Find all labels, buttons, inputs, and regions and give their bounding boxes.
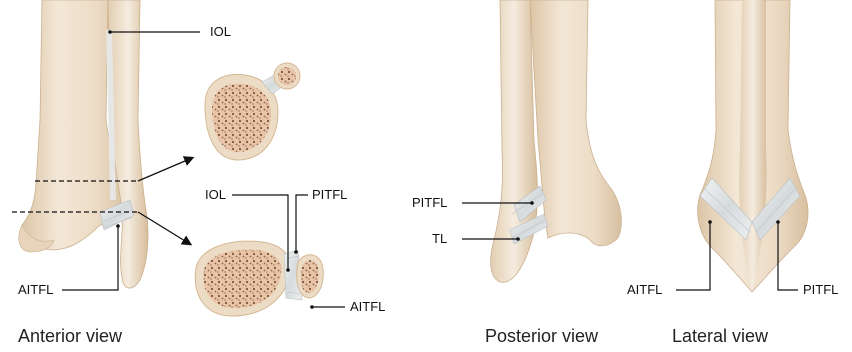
- caption-lateral-view: Lateral view: [672, 327, 768, 345]
- posterior-view-illustration: [462, 0, 621, 282]
- arrow-upper-section: [138, 158, 192, 181]
- label-aitfl-lateral: AITFL: [627, 283, 662, 296]
- label-iol-top: IOL: [210, 25, 231, 38]
- caption-posterior-view: Posterior view: [485, 327, 598, 345]
- lower-cross-section: [195, 195, 345, 316]
- label-aitfl-mid: AITFL: [350, 300, 385, 313]
- label-pitfl-lateral: PITFL: [803, 283, 838, 296]
- label-tl-posterior: TL: [432, 232, 447, 245]
- label-pitfl-mid: PITFL: [312, 188, 347, 201]
- leader-pitfl-mid: [296, 195, 308, 252]
- caption-anterior-view: Anterior view: [18, 327, 122, 345]
- label-iol-mid: IOL: [205, 188, 226, 201]
- upper-cross-section: [205, 63, 300, 160]
- label-aitfl-anterior: AITFL: [18, 283, 53, 296]
- label-pitfl-posterior: PITFL: [412, 196, 447, 209]
- tibia-posterior: [530, 0, 621, 246]
- lateral-view-illustration: [676, 0, 808, 292]
- anterior-view-illustration: [12, 0, 200, 290]
